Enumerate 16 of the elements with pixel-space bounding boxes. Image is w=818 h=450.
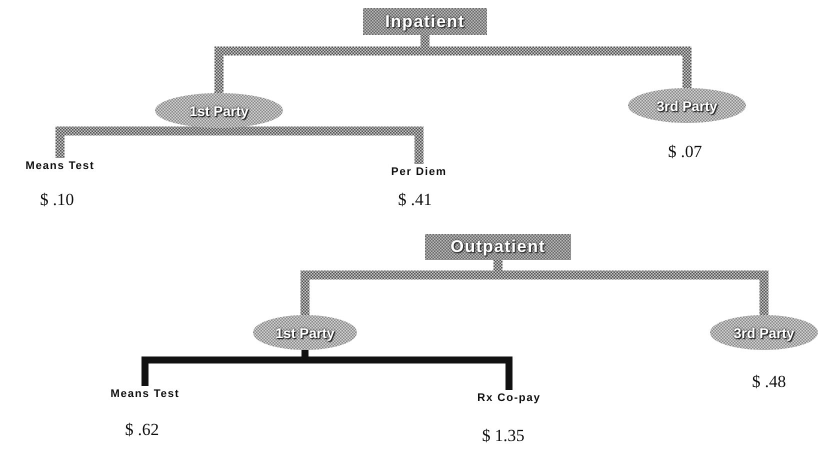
category-ellipse: 1st Party <box>155 93 283 128</box>
category-ellipse: 3rd Party <box>628 88 746 123</box>
cost-value: $ .07 <box>668 142 702 162</box>
cost-value: $ .62 <box>125 420 159 440</box>
cost-value: $ .41 <box>398 190 432 210</box>
category-label: Means Test <box>93 386 197 402</box>
cost-value: $ .48 <box>752 372 786 392</box>
category-ellipse: 3rd Party <box>710 315 818 350</box>
category-ellipse: 1st Party <box>253 315 357 350</box>
title-box: Inpatient <box>363 8 487 35</box>
cost-value: $ 1.35 <box>482 426 524 446</box>
title-box: Outpatient <box>425 234 571 260</box>
category-label: Rx Co-pay <box>462 390 556 406</box>
category-label: Means Test <box>8 158 112 174</box>
category-label: Per Diem <box>378 164 460 180</box>
cost-value: $ .10 <box>40 190 74 210</box>
